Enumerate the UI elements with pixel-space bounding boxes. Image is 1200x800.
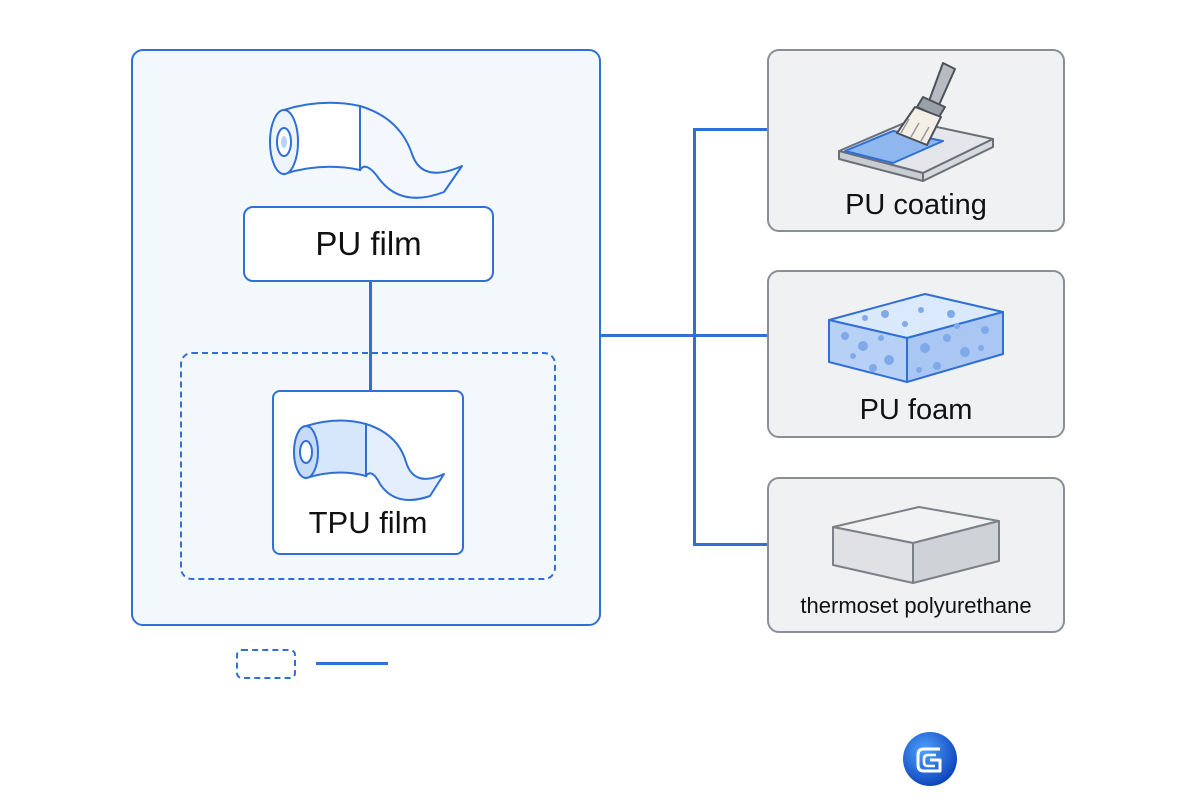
pu-to-tpu-connector — [369, 282, 372, 390]
tpu-subgroup-dashed-box — [180, 352, 556, 580]
film-roll-icon — [293, 419, 445, 501]
branch-connector-pu-coating — [693, 128, 767, 131]
pu-film-label-box: PU film — [243, 206, 494, 282]
pu-foam-card: PU foam — [767, 270, 1065, 438]
pu-film-label: PU film — [315, 225, 422, 262]
solid-block-icon — [832, 506, 1000, 584]
brand-logo-icon — [903, 732, 957, 786]
foam-block-icon — [828, 293, 1004, 383]
film-roll-icon — [269, 101, 463, 199]
legend-solid-line-symbol — [316, 662, 388, 665]
pu-coating-card: PU coating — [767, 49, 1065, 232]
branch-connector-thermoset — [693, 543, 767, 546]
tpu-film-label: TPU film — [308, 505, 428, 540]
thermoset-polyurethane-label: thermoset polyurethane — [800, 593, 1032, 618]
thermoset-polyurethane-card: thermoset polyurethane — [767, 477, 1065, 633]
tpu-film-box: TPU film — [272, 390, 464, 555]
pu-coating-label: PU coating — [845, 189, 987, 221]
branch-connector-pu-foam — [693, 334, 767, 337]
pu-foam-label: PU foam — [859, 394, 973, 426]
paint-brush-coating-icon — [838, 62, 994, 182]
legend-dashed-symbol — [236, 649, 296, 679]
main-connector — [601, 334, 695, 337]
